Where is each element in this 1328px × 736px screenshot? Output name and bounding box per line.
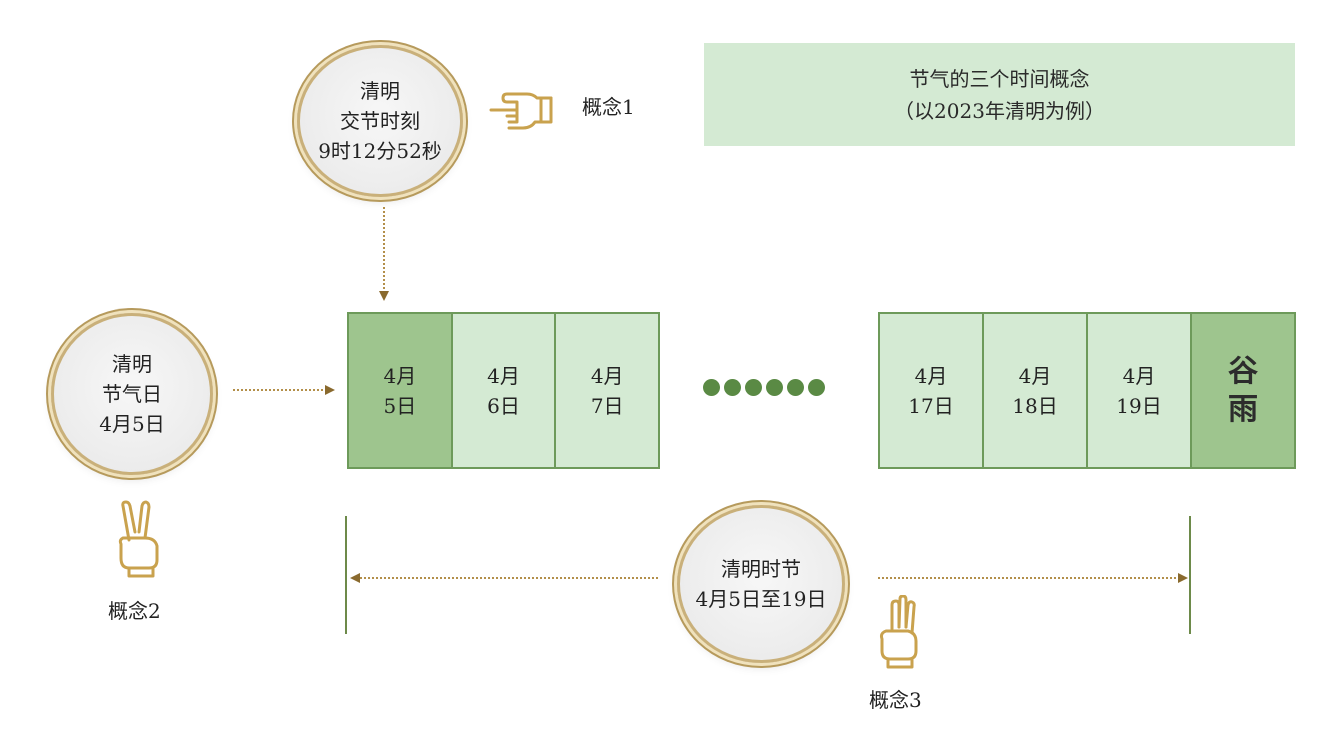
concept3-label: 概念3: [869, 688, 922, 712]
day-cell-month: 4月: [487, 363, 520, 388]
day-cell-apr18: 4月 18日: [984, 314, 1088, 467]
ellipsis-dot: [766, 379, 783, 396]
concept2-line-2: 节气日: [102, 382, 162, 406]
day-cell-apr7: 4月 7日: [556, 314, 659, 467]
day-cell-apr17: 4月 17日: [880, 314, 984, 467]
day-cells-right: 4月 17日 4月 18日 4月 19日 谷 雨: [878, 312, 1296, 469]
day-cell-month: 4月: [590, 363, 624, 388]
concept3-line-1: 清明时节: [721, 557, 801, 581]
concept3-circle: 清明时节 4月5日至19日: [677, 505, 845, 663]
next-term-cell-guyu: 谷 雨: [1192, 314, 1294, 467]
concept1-line-3: 9时12分52秒: [318, 139, 442, 163]
ellipsis-dot: [703, 379, 720, 396]
day-cell-apr19: 4月 19日: [1088, 314, 1192, 467]
hand-three-fingers-icon: [880, 595, 918, 669]
concept2-line-3: 4月5日: [99, 412, 165, 436]
day-cell-day: 18日: [1012, 393, 1058, 418]
ellipsis-dots: [703, 379, 825, 396]
ellipsis-dot: [724, 379, 741, 396]
day-cell-day: 19日: [1116, 393, 1162, 418]
concept2-circle: 清明 节气日 4月5日: [51, 313, 213, 475]
hand-two-fingers-icon: [118, 500, 159, 578]
concept3-line-2: 4月5日至19日: [695, 587, 827, 611]
title-line-2: （以2023年清明为例）: [894, 98, 1105, 123]
day-cell-month: 4月: [1122, 363, 1156, 388]
diagram-title-box: 节气的三个时间概念 （以2023年清明为例）: [704, 43, 1295, 146]
next-term-char-1: 谷: [1228, 353, 1258, 389]
day-cell-day: 5日: [383, 393, 417, 418]
concept2-arrow: [233, 385, 335, 395]
concept3-span-bracket: [345, 516, 1191, 634]
concept1-label: 概念1: [582, 95, 635, 119]
hand-pointing-left-icon: [489, 92, 553, 130]
day-cell-month: 4月: [914, 363, 948, 388]
concept1-arrow: [379, 207, 389, 301]
day-cells-left: 4月 5日 4月 6日 4月 7日: [347, 312, 660, 469]
concept2-line-1: 清明: [112, 352, 152, 376]
concept2-label: 概念2: [108, 599, 161, 623]
concept1-circle: 清明 交节时刻 9时12分52秒: [297, 45, 463, 197]
ellipsis-dot: [787, 379, 804, 396]
next-term-char-2: 雨: [1228, 391, 1258, 427]
day-cell-apr5: 4月 5日: [349, 314, 453, 467]
day-cell-month: 4月: [383, 363, 417, 388]
day-cell-month: 4月: [1018, 363, 1052, 388]
ellipsis-dot: [745, 379, 762, 396]
title-line-1: 节气的三个时间概念: [909, 66, 1090, 91]
ellipsis-dot: [808, 379, 825, 396]
day-cell-day: 17日: [908, 393, 954, 418]
concept1-line-2: 交节时刻: [340, 109, 420, 133]
day-cell-day: 6日: [487, 393, 520, 418]
day-cell-apr6: 4月 6日: [452, 314, 557, 467]
day-cell-day: 7日: [590, 393, 624, 418]
concept1-line-1: 清明: [360, 79, 400, 103]
